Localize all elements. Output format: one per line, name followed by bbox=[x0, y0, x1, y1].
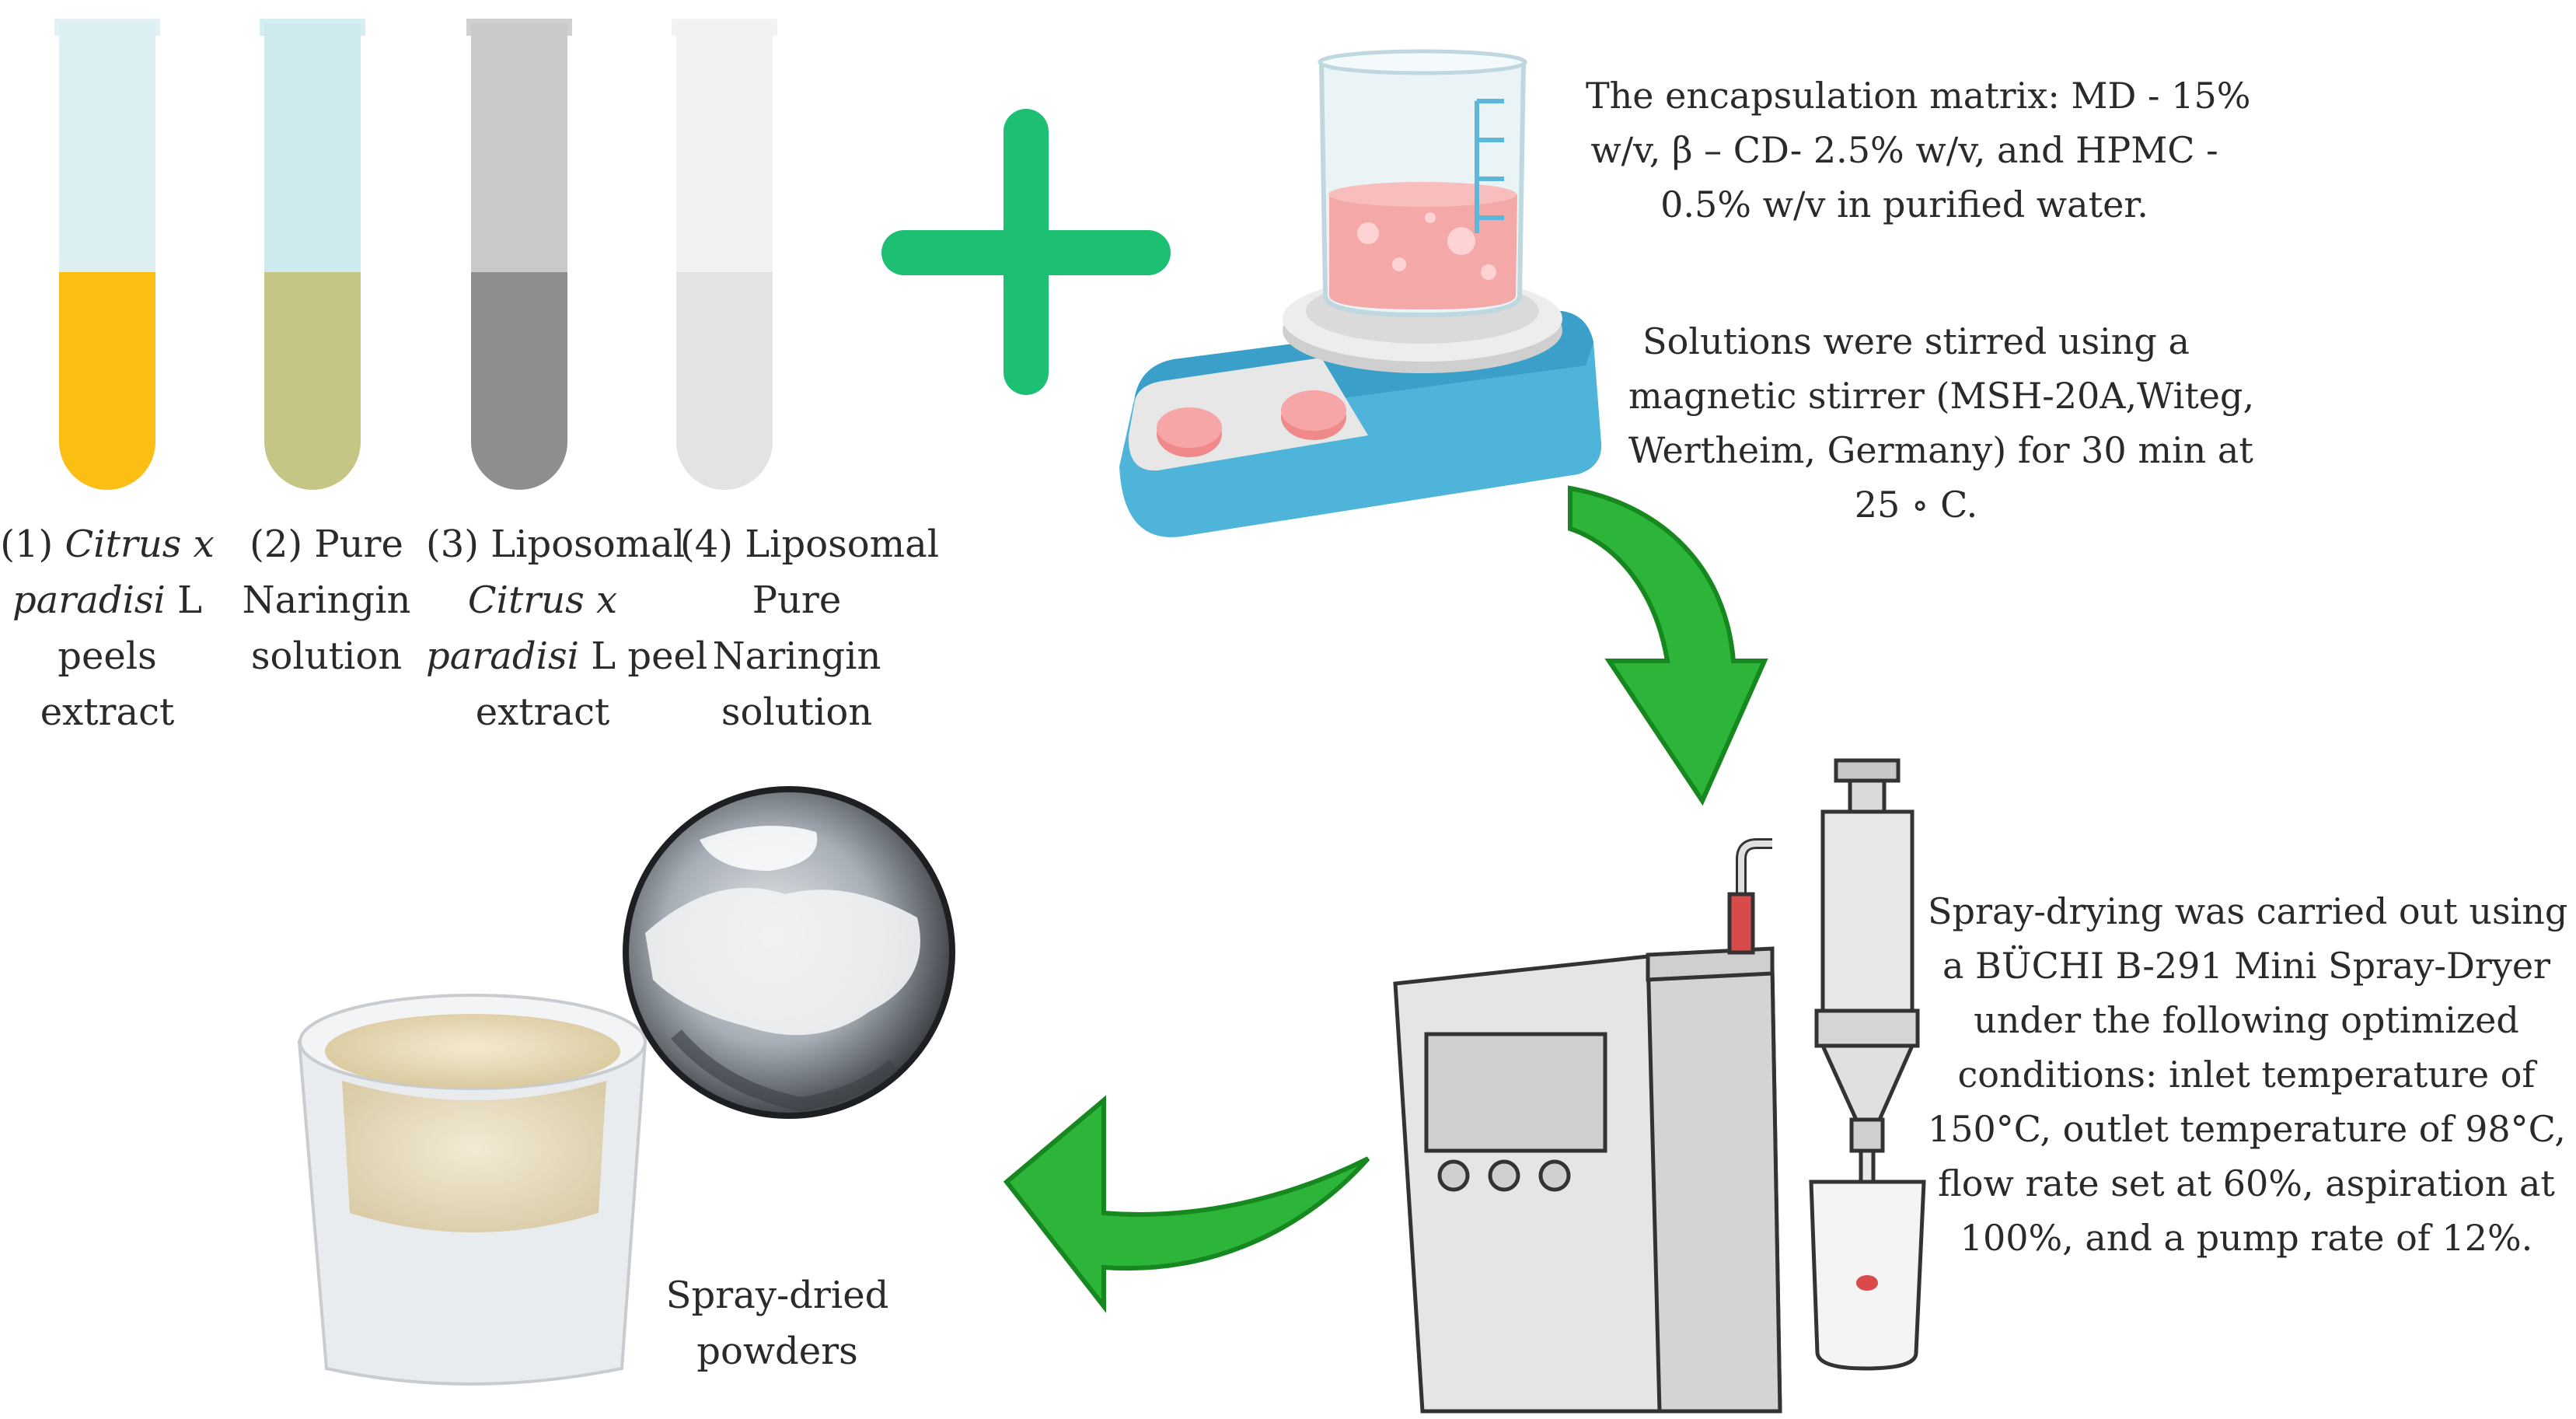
italic-text: Citrus x bbox=[467, 578, 618, 622]
text: L bbox=[165, 578, 203, 622]
text: extract bbox=[40, 690, 175, 734]
test-tube-4 bbox=[672, 19, 777, 490]
spray-line-4: conditions: inlet temperature of bbox=[1957, 1054, 2536, 1096]
test-tubes bbox=[54, 19, 777, 490]
stirring-line-3: Wertheim, Germany) for 30 min at bbox=[1628, 429, 2253, 471]
magnetic-stirrer-icon bbox=[1119, 49, 1602, 537]
tube-liquid bbox=[471, 272, 567, 490]
text: Pure bbox=[752, 578, 842, 622]
curved-arrow-down-icon bbox=[1568, 485, 1768, 806]
test-tube-2 bbox=[260, 19, 365, 490]
italic-text: paradisi bbox=[12, 578, 166, 622]
test-tube-1 bbox=[54, 19, 160, 490]
tube-label-line: solution bbox=[210, 628, 443, 684]
italic-text: Citrus x bbox=[65, 523, 215, 566]
spray-line-1: Spray-drying was carried out using bbox=[1928, 890, 2568, 932]
stirring-line-2: magnetic stirrer (MSH-20A,Witeg, bbox=[1628, 375, 2255, 417]
tube-label-line: paradisi L bbox=[0, 572, 224, 628]
text: L peel bbox=[578, 634, 708, 678]
spray-dried-powder-photo bbox=[297, 786, 955, 1386]
powder-label: Spray-dried powders bbox=[630, 1267, 925, 1379]
tube-label-line: extract bbox=[426, 684, 659, 740]
text: extract bbox=[475, 690, 610, 734]
text: (2) Pure bbox=[250, 523, 403, 566]
tube-label-line: (4) Liposomal bbox=[680, 516, 939, 572]
tube-label-line: (1) Citrus x bbox=[0, 516, 224, 572]
spray-line-5: 150°C, outlet temperature of 98°C, a bbox=[1928, 1108, 2576, 1150]
stirring-line-1: Solutions were stirred using a bbox=[1642, 320, 2190, 362]
tube-liquid bbox=[59, 272, 155, 490]
spray-line-6: flow rate set at 60%, aspiration at bbox=[1938, 1162, 2555, 1204]
text: peels bbox=[58, 634, 157, 678]
tube-liquid bbox=[264, 272, 361, 490]
matrix-description: The encapsulation matrix: MD - 15% w/v, … bbox=[1586, 68, 2251, 232]
spray-line-3: under the following optimized bbox=[1974, 999, 2519, 1041]
powder-label-line-1: Spray-dried bbox=[665, 1274, 889, 1317]
matrix-line-1: The encapsulation matrix: MD - 15% bbox=[1586, 75, 2251, 117]
tube-label-line: peels bbox=[0, 628, 224, 684]
italic-text: paradisi bbox=[426, 634, 579, 678]
spray-dryer-icon bbox=[1393, 758, 1926, 1414]
spray-line-7: 100%, and a pump rate of 12%. bbox=[1960, 1217, 2533, 1259]
powder-label-line-2: powders bbox=[696, 1330, 858, 1373]
tube-rim bbox=[672, 19, 777, 36]
stirring-line-4: 25 ∘ C. bbox=[1854, 484, 1978, 526]
plus-icon bbox=[881, 109, 1171, 395]
text: (4) Liposomal bbox=[680, 523, 940, 566]
tube-rim bbox=[466, 19, 572, 36]
tube-rim bbox=[260, 19, 365, 36]
tube-label-line: Naringin bbox=[210, 572, 443, 628]
matrix-line-2: w/v, β – CD- 2.5% w/v, and HPMC - bbox=[1590, 129, 2218, 171]
tube-label-line: solution bbox=[680, 684, 913, 740]
tube-label-line: extract bbox=[0, 684, 224, 740]
stirring-description: Solutions were stirred using a magnetic … bbox=[1628, 314, 2255, 532]
tube-label-line: (3) Liposomal bbox=[426, 516, 685, 572]
spray-drying-description: Spray-drying was carried out using a BÜC… bbox=[1928, 884, 2576, 1265]
tube-label-line: Citrus x bbox=[426, 572, 659, 628]
tube-label-line: (2) Pure bbox=[210, 516, 443, 572]
curved-arrow-left-icon bbox=[1003, 1095, 1370, 1313]
text: Naringin bbox=[712, 634, 881, 678]
matrix-line-3: 0.5% w/v in purified water. bbox=[1660, 183, 2148, 225]
text: (1) bbox=[0, 523, 65, 566]
text: solution bbox=[250, 634, 403, 678]
tube-label-line: Naringin bbox=[680, 628, 913, 684]
spray-line-2: a BÜCHI B-291 Mini Spray-Dryer bbox=[1942, 945, 2551, 987]
tube-label-line: Pure bbox=[680, 572, 913, 628]
text: Naringin bbox=[242, 578, 411, 622]
tube-label-line: paradisi L peel bbox=[426, 628, 707, 684]
tube-liquid bbox=[676, 272, 773, 490]
test-tube-3 bbox=[466, 19, 572, 490]
text: (3) Liposomal bbox=[426, 523, 686, 566]
text: solution bbox=[721, 690, 873, 734]
tube-rim bbox=[54, 19, 160, 36]
